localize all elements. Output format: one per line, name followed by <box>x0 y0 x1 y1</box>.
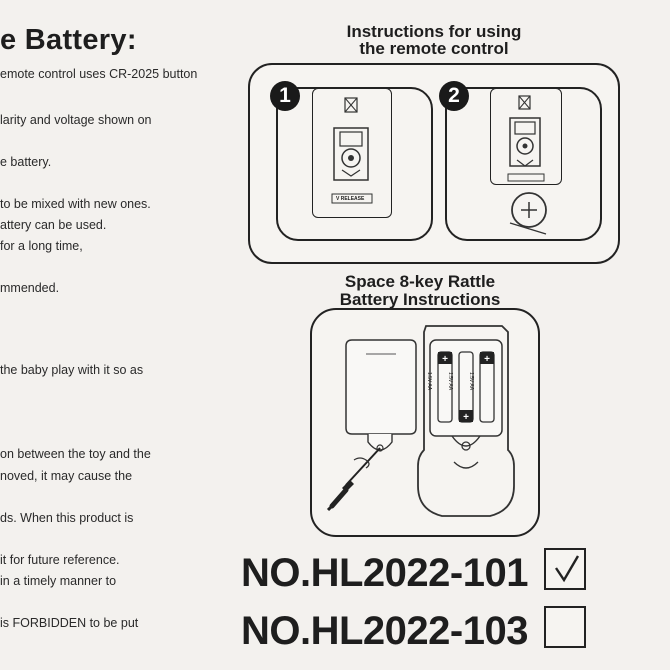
instruction-line: is FORBIDDEN to be put <box>0 616 139 630</box>
instruction-line: it for future reference. <box>0 553 120 567</box>
model-101-checkbox[interactable] <box>544 548 586 590</box>
step1-badge: 1 <box>270 81 300 111</box>
svg-text:+: + <box>484 354 490 365</box>
model-103-checkbox[interactable] <box>544 606 586 648</box>
instruction-line: emote control uses CR-2025 button <box>0 67 198 81</box>
remote-back-step1 <box>312 88 392 218</box>
rattle-title-line1: Space 8-key Rattle <box>344 272 496 291</box>
instruction-line: the baby play with it so as <box>0 363 144 377</box>
instruction-line: larity and voltage shown on <box>0 113 152 127</box>
instruction-line: attery can be used. <box>0 218 107 232</box>
check-icon <box>555 555 580 583</box>
instruction-line: to be mixed with new ones. <box>0 197 151 211</box>
battery-label: 1.5V AA <box>447 371 454 391</box>
svg-text:+: + <box>442 354 448 365</box>
remote-illustration-step1 <box>331 97 373 204</box>
rattle-illustration: + + + <box>326 325 515 517</box>
release-label: V RELEASE <box>336 196 365 202</box>
svg-text:+: + <box>463 412 469 423</box>
rattle-title-line2: Battery Instructions <box>339 290 501 309</box>
battery-label: 1.5V AA <box>426 371 433 391</box>
instruction-line: in a timely manner to <box>0 574 117 588</box>
instruction-line: noved, it may cause the <box>0 469 133 483</box>
battery-label: 1.5V AA <box>468 371 475 391</box>
model-number-101: NO.HL2022-101 <box>241 551 528 595</box>
model-number-103: NO.HL2022-103 <box>241 609 528 653</box>
instruction-line: ds. When this product is <box>0 511 134 525</box>
remote-illustration-step2 <box>507 95 547 235</box>
instruction-line: e battery. <box>0 155 52 169</box>
remote-title-line2: the remote control <box>359 39 509 58</box>
battery-heading: e Battery: <box>0 24 137 56</box>
instruction-line: mmended. <box>0 281 60 295</box>
instruction-line: for a long time, <box>0 239 83 253</box>
instruction-line: on between the toy and the <box>0 447 151 461</box>
step2-badge: 2 <box>439 81 469 111</box>
remote-title-line1: Instructions for using <box>346 22 522 41</box>
